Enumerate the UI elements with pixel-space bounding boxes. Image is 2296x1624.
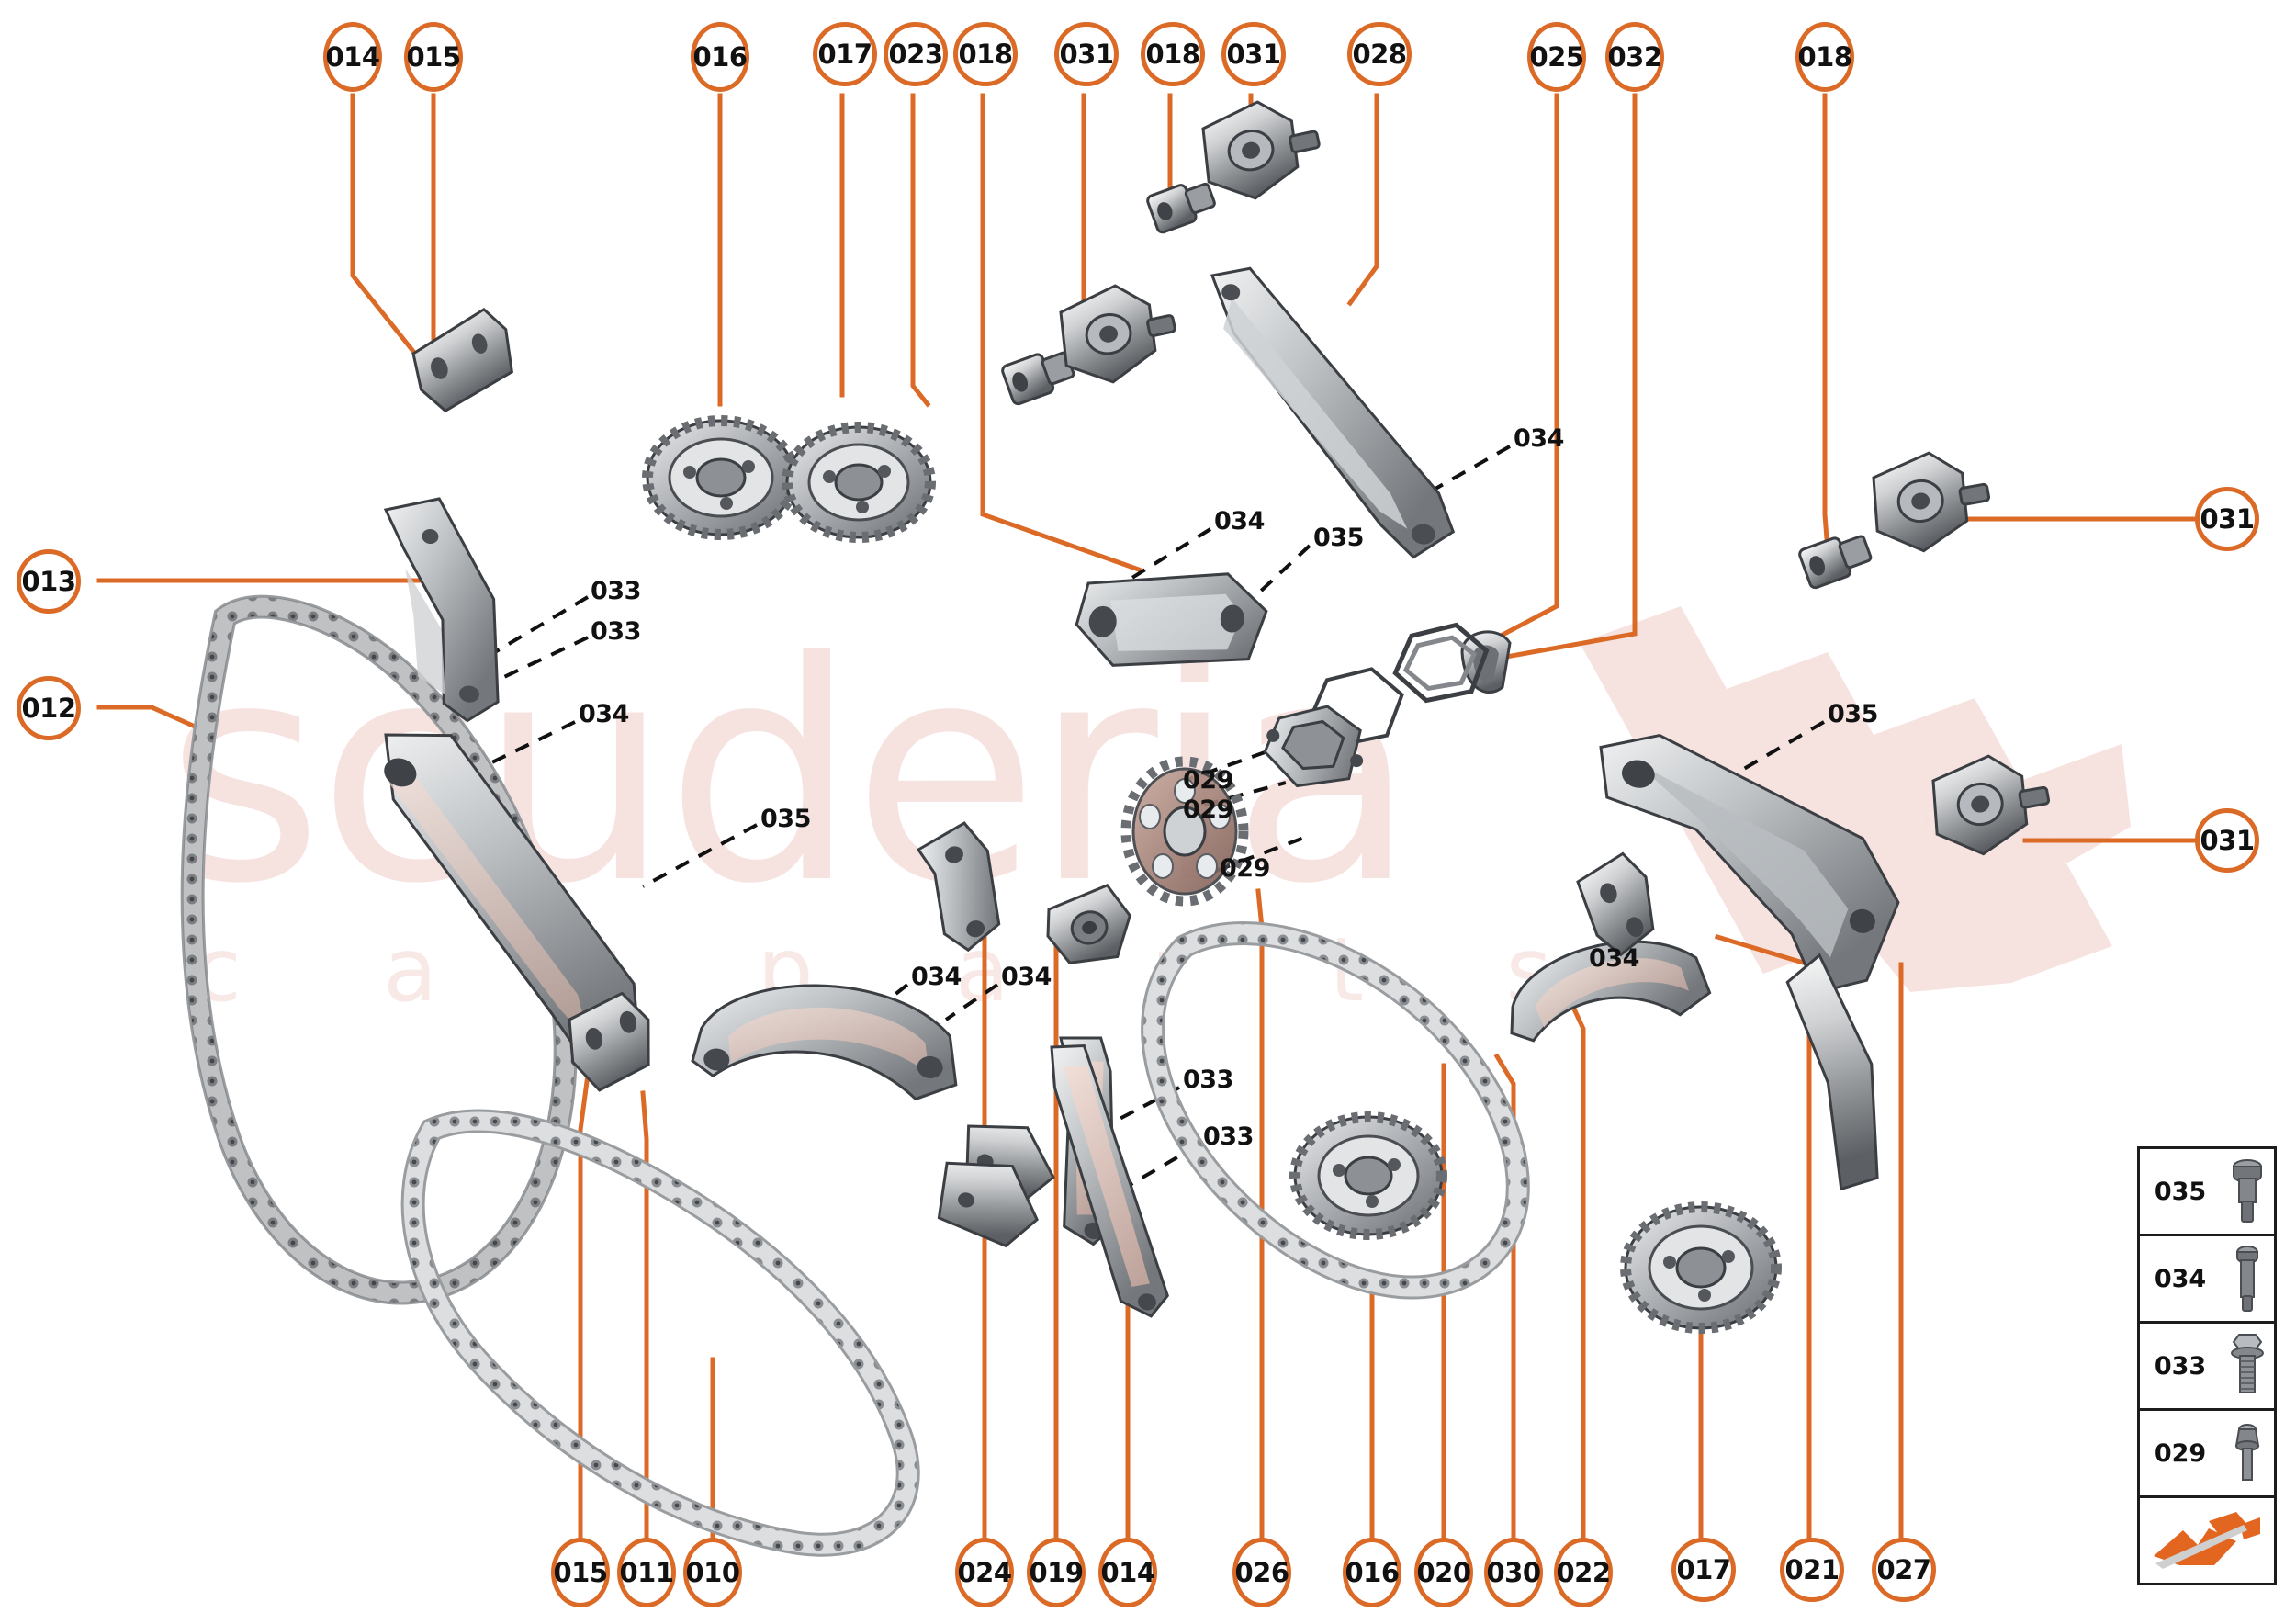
- legend-label-034: 034: [2154, 1264, 2207, 1293]
- arrow-logo-icon: [2140, 1510, 2274, 1571]
- tag-029-c: 029: [1220, 854, 1270, 883]
- callout-015-top[interactable]: 015: [404, 22, 463, 92]
- callout-017-top[interactable]: 017: [813, 22, 877, 86]
- callout-012[interactable]: 012: [17, 676, 81, 740]
- callout-031-b[interactable]: 031: [1221, 22, 1286, 86]
- tag-034-e: 034: [911, 963, 962, 991]
- callout-026-bottom[interactable]: 026: [1232, 1538, 1291, 1607]
- bolt-pin-icon: [2221, 1244, 2274, 1314]
- callout-018-a[interactable]: 018: [953, 22, 1018, 86]
- legend-label-035: 035: [2154, 1177, 2207, 1206]
- callout-016-bottom[interactable]: 016: [1343, 1538, 1401, 1607]
- tag-034-c: 034: [1514, 424, 1564, 453]
- bolt-hex-flange-icon: [2221, 1331, 2274, 1401]
- callout-020-bottom[interactable]: 020: [1414, 1538, 1473, 1607]
- tag-033-a: 033: [591, 577, 641, 605]
- callout-022-bottom[interactable]: 022: [1554, 1538, 1613, 1607]
- bolt-shoulder-icon: [2221, 1157, 2274, 1225]
- legend-row-034: 034: [2140, 1236, 2274, 1324]
- legend-label-029: 029: [2154, 1438, 2207, 1468]
- callout-011-bottom[interactable]: 011: [617, 1538, 676, 1607]
- callout-023-top[interactable]: 023: [884, 22, 948, 86]
- callout-014-bottom[interactable]: 014: [1098, 1538, 1157, 1607]
- tag-029-a: 029: [1183, 766, 1233, 795]
- tag-034-a: 034: [579, 700, 629, 728]
- legend-row-029: 029: [2140, 1411, 2274, 1498]
- tag-033-c: 033: [1183, 1066, 1233, 1094]
- callout-031-a[interactable]: 031: [1054, 22, 1119, 86]
- legend-label-033: 033: [2154, 1351, 2207, 1381]
- callout-032-top[interactable]: 032: [1605, 22, 1664, 92]
- callout-019-bottom[interactable]: 019: [1027, 1538, 1086, 1607]
- callout-031-right-1[interactable]: 031: [2195, 487, 2259, 551]
- callout-024-bottom[interactable]: 024: [955, 1538, 1014, 1607]
- callout-021-bottom[interactable]: 021: [1780, 1538, 1844, 1602]
- callout-028-top[interactable]: 028: [1347, 22, 1412, 86]
- callout-027-bottom[interactable]: 027: [1872, 1538, 1936, 1602]
- tag-033-d: 033: [1203, 1122, 1254, 1151]
- callout-013[interactable]: 013: [17, 549, 81, 614]
- bolt-tapered-icon: [2221, 1420, 2274, 1486]
- callout-010-bottom[interactable]: 010: [683, 1538, 742, 1607]
- callout-025-top[interactable]: 025: [1527, 22, 1586, 92]
- callout-030-bottom[interactable]: 030: [1484, 1538, 1543, 1607]
- fastener-legend: 035 034 033: [2137, 1146, 2277, 1585]
- callout-018-c[interactable]: 018: [1795, 22, 1854, 92]
- tag-029-b: 029: [1183, 795, 1233, 824]
- callout-014-top[interactable]: 014: [323, 22, 382, 92]
- callout-031-right-2[interactable]: 031: [2195, 808, 2259, 873]
- tag-035-a: 035: [760, 805, 811, 833]
- tag-033-b: 033: [591, 617, 641, 646]
- callout-016-top[interactable]: 016: [691, 22, 749, 92]
- callout-015-bottom[interactable]: 015: [551, 1538, 610, 1607]
- tag-034-f: 034: [1001, 963, 1052, 991]
- legend-row-brand: [2140, 1498, 2274, 1583]
- tag-035-b: 035: [1313, 524, 1364, 552]
- legend-row-033: 033: [2140, 1324, 2274, 1411]
- legend-row-035: 035: [2140, 1149, 2274, 1236]
- callout-018-b[interactable]: 018: [1141, 22, 1205, 86]
- tag-035-c: 035: [1828, 700, 1878, 728]
- callout-017-bottom[interactable]: 017: [1671, 1538, 1736, 1602]
- tag-034-d: 034: [1589, 944, 1639, 973]
- tag-034-b: 034: [1214, 507, 1265, 536]
